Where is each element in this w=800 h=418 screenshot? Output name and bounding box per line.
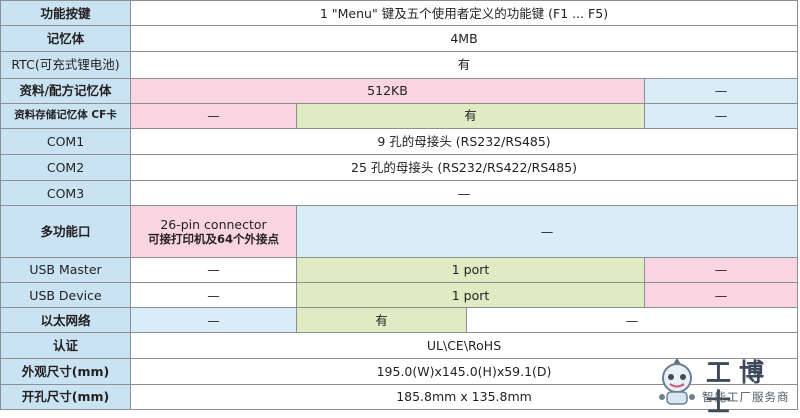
label-ethernet: 以太网络 xyxy=(0,307,131,334)
row-recipe-memory: 资料/配方记忆体 512KB — xyxy=(0,77,799,104)
row-memory: 记忆体 4MB xyxy=(0,25,799,53)
row-multi-port: 多功能口 26-pin connector 可接打印机及64个外接点 — xyxy=(0,205,799,258)
row-usb-master: USB Master — 1 port — xyxy=(0,256,799,283)
label-dimensions: 外观尺寸(mm) xyxy=(0,357,131,385)
value-usb-device-b: 1 port xyxy=(296,281,645,309)
value-usb-device-a: — xyxy=(130,281,297,309)
multi-port-line1: 26-pin connector xyxy=(160,216,267,232)
value-com2: 25 孔的母接头 (RS232/RS422/RS485) xyxy=(129,154,799,182)
row-cf-card: 资料存储记忆体 CF卡 — 有 — xyxy=(0,102,799,129)
row-ethernet: 以太网络 — 有 — xyxy=(0,307,799,334)
value-function-keys: 1 "Menu" 键及五个使用者定义的功能键 (F1 ... F5) xyxy=(129,0,799,27)
label-usb-master: USB Master xyxy=(0,256,131,283)
label-com2: COM2 xyxy=(0,154,131,182)
row-com3: COM3 — xyxy=(0,180,799,207)
row-function-keys: 功能按键 1 "Menu" 键及五个使用者定义的功能键 (F1 ... F5) xyxy=(0,0,799,27)
value-recipe-memory-a: 512KB xyxy=(130,77,645,104)
value-multi-port-a: 26-pin connector 可接打印机及64个外接点 xyxy=(130,205,297,258)
label-recipe-memory: 资料/配方记忆体 xyxy=(0,77,131,104)
multi-port-line2: 可接打印机及64个外接点 xyxy=(147,231,279,246)
value-usb-master-c: — xyxy=(643,256,799,283)
value-multi-port-b: — xyxy=(295,205,799,258)
label-com3: COM3 xyxy=(0,180,131,207)
value-com3: — xyxy=(129,180,799,207)
watermark: 工博士 智能工厂服务商 xyxy=(654,356,800,417)
watermark-title: 工博士 xyxy=(706,358,773,417)
value-ethernet-b: 有 xyxy=(296,307,467,334)
value-memory: 4MB xyxy=(129,25,799,53)
robot-mascot-icon xyxy=(659,358,695,405)
watermark-subtitle: 智能工厂服务商 xyxy=(702,390,790,404)
value-recipe-memory-b: — xyxy=(643,77,799,104)
value-usb-device-c: — xyxy=(643,281,799,309)
value-ethernet-c: — xyxy=(465,307,799,334)
value-rtc: 有 xyxy=(129,51,799,79)
value-ethernet-a: — xyxy=(130,307,297,334)
value-cf-card-c: — xyxy=(643,102,799,129)
label-usb-device: USB Device xyxy=(0,281,131,309)
label-rtc: RTC(可充式锂电池) xyxy=(0,51,131,79)
label-com1: COM1 xyxy=(0,127,131,156)
value-cf-card-a: — xyxy=(130,102,297,129)
label-multi-port: 多功能口 xyxy=(0,205,131,258)
row-com2: COM2 25 孔的母接头 (RS232/RS422/RS485) xyxy=(0,154,799,182)
row-rtc: RTC(可充式锂电池) 有 xyxy=(0,51,799,79)
label-function-keys: 功能按键 xyxy=(0,0,131,27)
label-certification: 认证 xyxy=(0,332,131,359)
value-com1: 9 孔的母接头 (RS232/RS485) xyxy=(129,127,799,156)
value-usb-master-b: 1 port xyxy=(296,256,645,283)
row-certification: 认证 UL\CE\RoHS xyxy=(0,332,799,359)
value-usb-master-a: — xyxy=(130,256,297,283)
label-cutout: 开孔尺寸(mm) xyxy=(0,383,131,411)
row-usb-device: USB Device — 1 port — xyxy=(0,281,799,309)
value-certification: UL\CE\RoHS xyxy=(129,332,799,359)
label-memory: 记忆体 xyxy=(0,25,131,53)
value-cf-card-b: 有 xyxy=(296,102,645,129)
row-com1: COM1 9 孔的母接头 (RS232/RS485) xyxy=(0,127,799,156)
label-cf-card: 资料存储记忆体 CF卡 xyxy=(0,102,131,129)
